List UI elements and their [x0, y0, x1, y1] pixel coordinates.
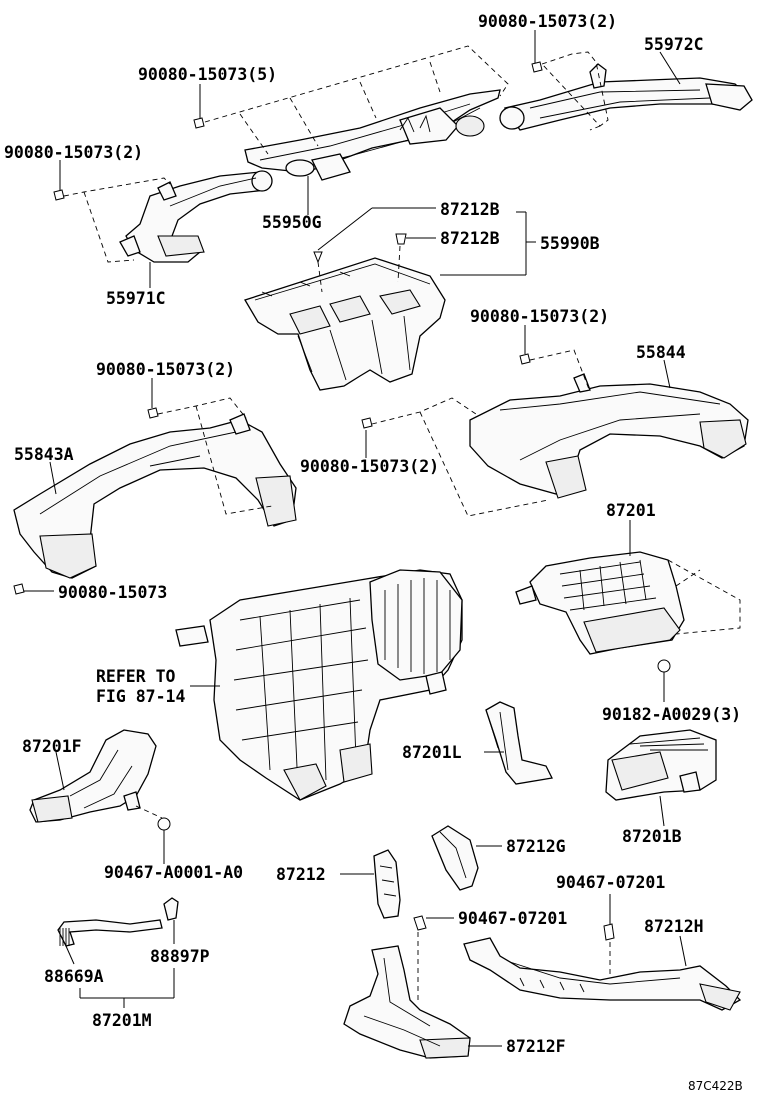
- label-bolt-top-right: 90080-15073(2): [478, 12, 617, 31]
- label-55990b: 55990B: [540, 234, 600, 253]
- label-87212h: 87212H: [644, 917, 704, 936]
- duct-87212h-illustration: [463, 935, 742, 1011]
- nut-90182: [657, 659, 671, 702]
- label-87212b-a: 87212B: [440, 200, 500, 219]
- assy-87201m-bracket: [79, 968, 175, 1008]
- duct-55950g-illustration: [244, 89, 501, 215]
- label-bolt-mid-left: 90080-15073(2): [96, 360, 235, 379]
- hose-88669a-illustration: [57, 919, 163, 965]
- label-bolt-top-center: 90080-15073(5): [138, 65, 277, 84]
- label-90467-07201-a: 90467-07201: [458, 909, 567, 928]
- label-bolt-mid-right: 90080-15073(2): [470, 307, 609, 326]
- duct-55971c-illustration: [119, 170, 273, 288]
- clip-90467-07201-a: [413, 915, 454, 1002]
- label-87212f: 87212F: [506, 1037, 566, 1056]
- duct-87212g-illustration: [431, 825, 502, 891]
- label-87212b-b: 87212B: [440, 229, 500, 248]
- label-87212g: 87212G: [506, 837, 566, 856]
- label-87201: 87201: [606, 501, 656, 520]
- label-88669a: 88669A: [44, 967, 104, 986]
- duct-55844-illustration: [469, 359, 749, 499]
- label-87212: 87212: [276, 865, 326, 884]
- label-90467-a0001: 90467-A0001-A0: [104, 863, 243, 882]
- hose-88897p-illustration: [163, 897, 179, 944]
- duct-87212-illustration: [340, 849, 401, 919]
- bolt-mid-left: [147, 378, 273, 515]
- duct-87212f-illustration: [343, 945, 502, 1059]
- duct-55972c-illustration: [499, 51, 753, 131]
- bolt-mid-center: [361, 397, 549, 517]
- bolt-top-center: [193, 45, 509, 155]
- duct-87201l-illustration: [484, 701, 553, 785]
- register-55990b-illustration: [244, 257, 446, 391]
- bolt-mid-right: [519, 325, 591, 393]
- label-55972c: 55972C: [644, 35, 704, 54]
- label-bolt-top-left: 90080-15073(2): [4, 143, 143, 162]
- clip-87212b-a: [313, 207, 436, 293]
- label-87201l: 87201L: [402, 743, 462, 762]
- bolt-top-right: [531, 30, 609, 131]
- label-refer-to-2: FIG 87-14: [96, 687, 185, 706]
- clip-90467-07201-b: [603, 894, 615, 978]
- label-55971c: 55971C: [106, 289, 166, 308]
- label-bolt-mid-center: 90080-15073(2): [300, 457, 439, 476]
- label-55843a: 55843A: [14, 445, 74, 464]
- duct-87201b-illustration: [605, 729, 717, 827]
- label-90467-07201-b: 90467-07201: [556, 873, 665, 892]
- label-88897p: 88897P: [150, 947, 210, 966]
- duct-87201f-illustration: [29, 729, 157, 823]
- clip-87212b-b: [395, 233, 436, 283]
- label-refer-to-1: REFER TO: [96, 667, 176, 686]
- label-87201f: 87201F: [22, 737, 82, 756]
- clip-90467-a0001: [135, 805, 171, 864]
- label-55844: 55844: [636, 343, 686, 362]
- label-87201b: 87201B: [622, 827, 682, 846]
- label-55950g: 55950G: [262, 213, 322, 232]
- bolt-single: [13, 583, 54, 595]
- bolt-top-left: [53, 160, 171, 263]
- unit-87201-illustration: [515, 520, 741, 655]
- label-bolt-single: 90080-15073: [58, 583, 167, 602]
- diagram-code: 87C422B: [688, 1079, 743, 1093]
- label-nut-90182: 90182-A0029(3): [602, 705, 741, 724]
- heater-unit-illustration: [175, 569, 463, 801]
- duct-55843a-illustration: [13, 413, 297, 579]
- label-87201m: 87201M: [92, 1011, 152, 1030]
